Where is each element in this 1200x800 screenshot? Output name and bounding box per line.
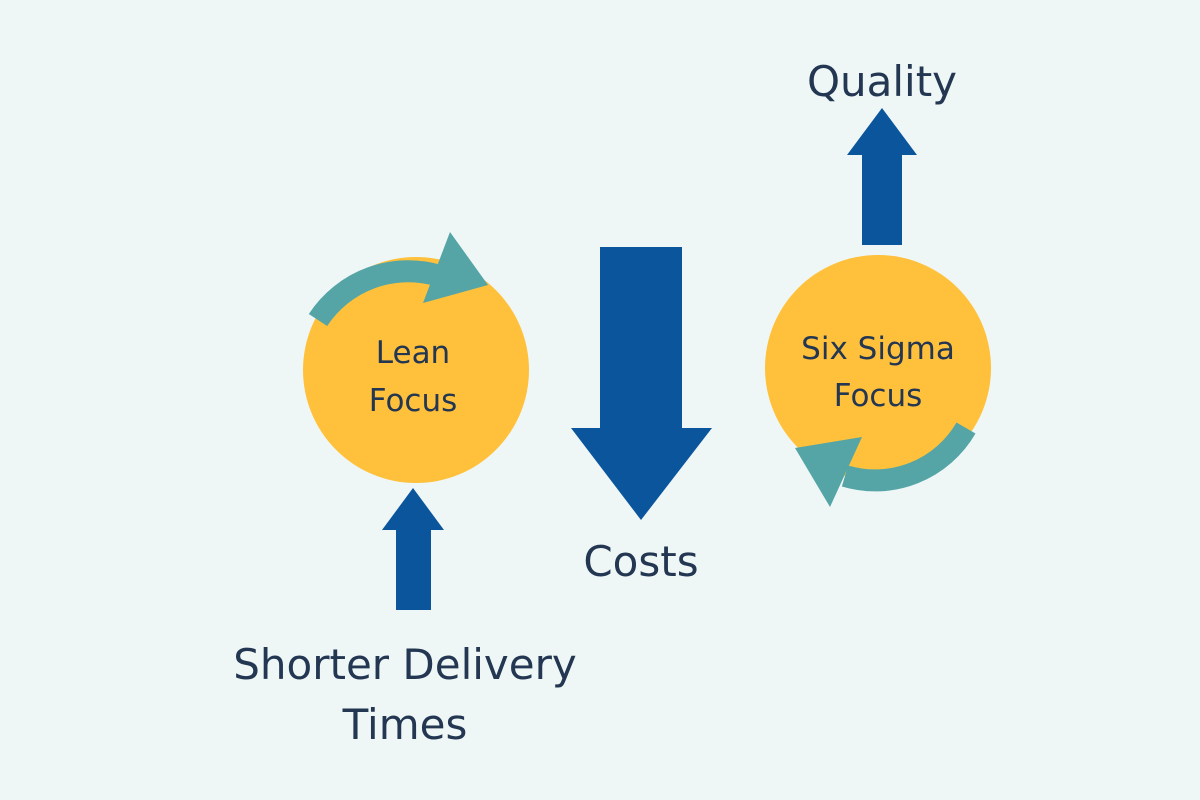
six-sigma-label-line1: Six Sigma [801, 331, 955, 367]
lean-label-line2: Focus [369, 383, 458, 419]
cycle-arrowhead-icon [423, 232, 488, 303]
six-sigma-label-line2: Focus [834, 378, 923, 414]
costs-down-arrow-icon [571, 247, 712, 520]
lean-label-line1: Lean [376, 335, 450, 371]
cycle-arrow-icon [841, 422, 976, 492]
costs-label: Costs [583, 537, 698, 586]
lean-focus-node: Lean Focus [303, 232, 529, 483]
cycle-arrowhead-icon [795, 437, 862, 507]
delivery-label-line1: Shorter Delivery [233, 640, 577, 689]
quality-label: Quality [807, 57, 957, 106]
six-sigma-circle [765, 255, 991, 481]
six-sigma-focus-node: Six Sigma Focus [765, 255, 991, 507]
lean-circle [303, 257, 529, 483]
delivery-up-arrow-icon [382, 488, 444, 610]
quality-up-arrow-icon [847, 108, 917, 245]
cycle-arrow-icon [308, 260, 444, 327]
delivery-label-line2: Times [342, 700, 468, 749]
